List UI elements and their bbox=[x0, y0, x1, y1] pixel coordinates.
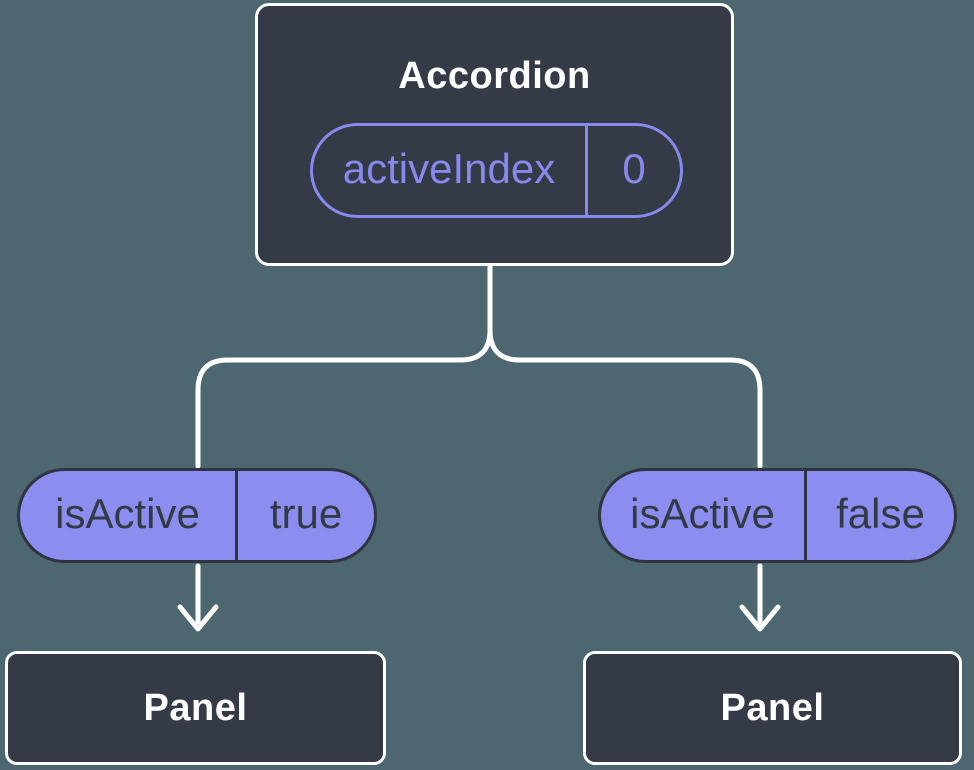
panel-node-title: Panel bbox=[143, 686, 248, 729]
prop-name-label: isActive bbox=[55, 490, 200, 537]
arrow-down-icon-right bbox=[739, 604, 781, 632]
panel-node-title: Panel bbox=[720, 686, 825, 729]
panel-node-left: Panel bbox=[5, 651, 386, 765]
state-value-label: 0 bbox=[622, 145, 646, 192]
arrow-down-icon-left bbox=[177, 604, 219, 632]
prop-pill-isactive-false: isActive false bbox=[598, 468, 957, 563]
pill-divider bbox=[585, 126, 588, 215]
pill-divider bbox=[235, 471, 238, 560]
accordion-node-title: Accordion bbox=[398, 55, 591, 97]
state-pill-activeindex: activeIndex 0 bbox=[310, 123, 683, 218]
prop-value-label: false bbox=[836, 490, 925, 537]
prop-value-label: true bbox=[269, 490, 343, 537]
prop-pill-isactive-true: isActive true bbox=[17, 468, 377, 563]
branch-line-right bbox=[487, 263, 763, 469]
pill-divider bbox=[804, 471, 807, 560]
accordion-node: Accordion activeIndex 0 bbox=[255, 3, 734, 266]
panel-node-right: Panel bbox=[583, 651, 962, 765]
prop-name-label: isActive bbox=[630, 490, 775, 537]
state-name-label: activeIndex bbox=[342, 145, 556, 192]
branch-line-left bbox=[195, 263, 493, 469]
